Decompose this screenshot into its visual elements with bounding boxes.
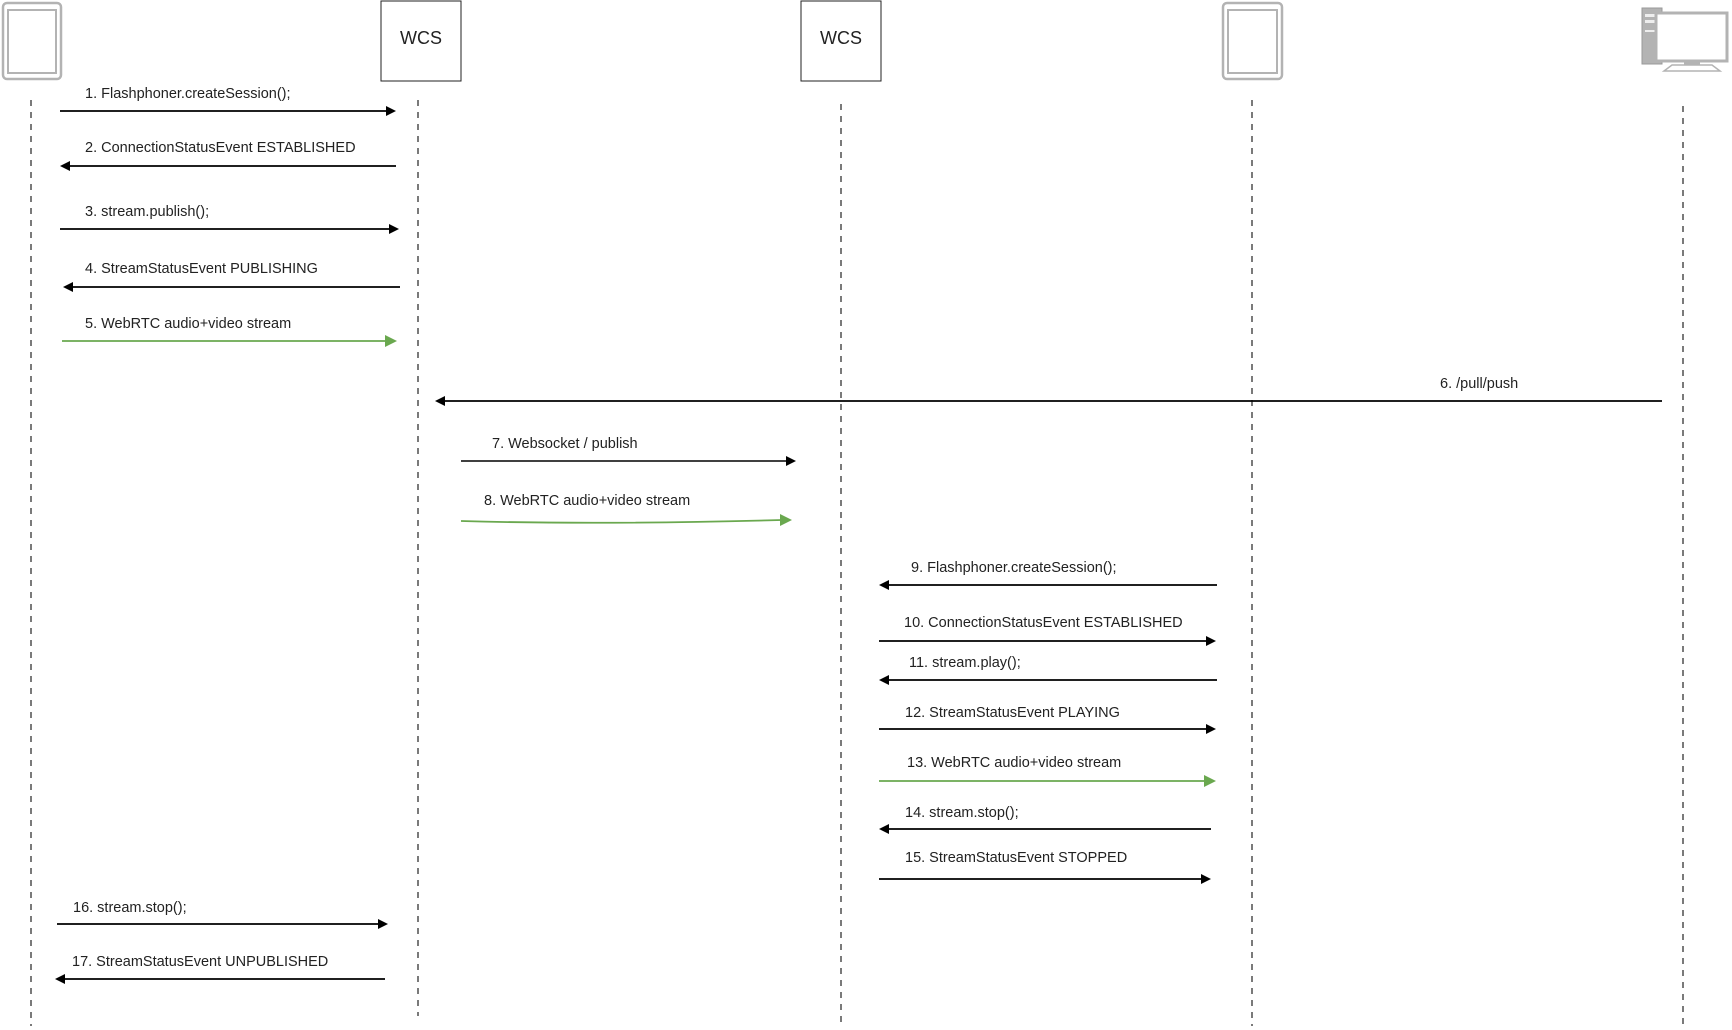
message-9: 9. Flashphoner.createSession(); (879, 560, 1217, 590)
message-label: 8. WebRTC audio+video stream (484, 493, 690, 509)
participant-wcs-1: WCS (380, 0, 462, 82)
arrowhead (435, 396, 445, 406)
participant-label: WCS (400, 28, 442, 48)
message-7: 7. Websocket / publish (461, 436, 796, 466)
arrowhead (60, 161, 70, 171)
wcs-box (380, 0, 462, 82)
message-14: 14. stream.stop(); (879, 805, 1211, 834)
participant-label: WCS (820, 28, 862, 48)
desktop-computer-icon (1641, 7, 1729, 72)
message-5: 5. WebRTC audio+video stream (62, 316, 397, 347)
arrowhead (386, 106, 396, 116)
message-11: 11. stream.play(); (879, 655, 1217, 685)
message-arrow (460, 519, 783, 524)
participant-rest-client (1641, 7, 1729, 72)
message-17: 17. StreamStatusEvent UNPUBLISHED (55, 954, 385, 984)
message-2: 2. ConnectionStatusEvent ESTABLISHED (60, 140, 396, 171)
message-label: 14. stream.stop(); (905, 805, 1019, 821)
wcs-box (800, 0, 882, 82)
message-15: 15. StreamStatusEvent STOPPED (879, 850, 1211, 884)
message-label: 16. stream.stop(); (73, 900, 187, 916)
arrowhead (879, 675, 889, 685)
message-16: 16. stream.stop(); (57, 900, 388, 929)
arrowhead (389, 224, 399, 234)
message-6: 6. /pull/push (435, 376, 1662, 406)
participant-wcs-2: WCS (800, 0, 882, 82)
arrowhead (385, 335, 397, 347)
message-label: 10. ConnectionStatusEvent ESTABLISHED (904, 615, 1183, 631)
arrowhead (879, 580, 889, 590)
message-label: 17. StreamStatusEvent UNPUBLISHED (72, 954, 328, 970)
arrowhead (1204, 775, 1216, 787)
message-1: 1. Flashphoner.createSession(); (60, 86, 396, 116)
arrowhead (63, 282, 73, 292)
message-label: 15. StreamStatusEvent STOPPED (905, 850, 1127, 866)
arrowhead (786, 456, 796, 466)
message-4: 4. StreamStatusEvent PUBLISHING (63, 261, 400, 292)
arrowhead (1201, 874, 1211, 884)
message-label: 9. Flashphoner.createSession(); (911, 560, 1117, 576)
message-label: 11. stream.play(); (909, 655, 1021, 671)
tablet-icon (1221, 1, 1284, 81)
participant-client-player (1221, 1, 1284, 81)
message-8: 8. WebRTC audio+video stream (460, 493, 792, 526)
message-12: 12. StreamStatusEvent PLAYING (879, 705, 1216, 734)
tablet-icon (1, 1, 63, 81)
arrowhead (378, 919, 388, 929)
message-label: 3. stream.publish(); (85, 204, 209, 220)
arrowhead (55, 974, 65, 984)
message-3: 3. stream.publish(); (60, 204, 399, 234)
arrowhead (879, 824, 889, 834)
message-10: 10. ConnectionStatusEvent ESTABLISHED (879, 615, 1216, 646)
message-label: 7. Websocket / publish (492, 436, 638, 452)
lifelines (30, 100, 1684, 1026)
participant-client-publisher (1, 1, 63, 81)
message-label: 6. /pull/push (1440, 376, 1518, 392)
message-label: 4. StreamStatusEvent PUBLISHING (85, 261, 318, 277)
arrowhead (780, 514, 792, 526)
message-label: 1. Flashphoner.createSession(); (85, 86, 291, 102)
message-label: 12. StreamStatusEvent PLAYING (905, 705, 1120, 721)
message-label: 13. WebRTC audio+video stream (907, 755, 1121, 771)
message-label: 2. ConnectionStatusEvent ESTABLISHED (85, 140, 356, 156)
message-13: 13. WebRTC audio+video stream (879, 755, 1216, 787)
message-label: 5. WebRTC audio+video stream (85, 316, 291, 332)
arrowhead (1206, 724, 1216, 734)
arrowhead (1206, 636, 1216, 646)
